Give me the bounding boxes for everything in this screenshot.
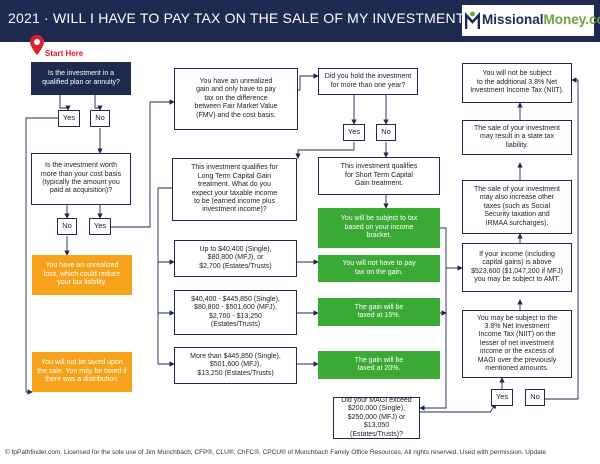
answer-no-3: No [376, 124, 396, 141]
logo-prefix: Missional [482, 12, 544, 27]
bracket-fifteen-percent: $40,400 - $445,850 (Single), $80,800 - $… [174, 290, 297, 335]
answer-yes-2: Yes [89, 218, 111, 235]
arrow-no4-to-niit-not [545, 77, 579, 400]
answer-yes-1: Yes [58, 110, 80, 127]
amt-info: If your income (including capital gains)… [462, 243, 572, 292]
brand-logo: MissionalMoney.com [462, 5, 600, 36]
niit-not-subject-info: You will not be subject to the additiona… [462, 63, 572, 103]
taxed-fifteen-percent-result: The gain will be taxed at 15%. [318, 298, 440, 326]
state-tax-info: The sale of your investment may result i… [462, 120, 572, 155]
answer-yes-4: Yes [491, 389, 513, 406]
niit-subject-info: You may be subject to the 3.8% Net Inves… [462, 310, 572, 378]
question-held-one-year: Did you hold the investment for more tha… [318, 68, 418, 95]
arrow-ltcg-to-bracket0 [157, 187, 175, 265]
arrow-yes2-to-gain [110, 99, 175, 228]
unrealized-gain-info: You have an unrealized gain and only hav… [174, 68, 298, 130]
arrow-q-qualified-to-yes [59, 95, 71, 111]
long-term-capital-gain-info: This investment qualifies for Long Term … [172, 158, 297, 221]
arrow-ltcg-to-bracket15 [157, 262, 175, 316]
no-tax-on-gain-result: You will not have to pay tax on the gain… [318, 255, 440, 282]
arrow-magi-to-yes4 [420, 403, 497, 413]
arrow-q-qualified-to-no [94, 95, 103, 111]
short-term-capital-gain-info: This investment qualifies for Short Term… [318, 157, 440, 195]
start-here-label: Start Here [45, 49, 84, 58]
answer-no-2: No [57, 218, 77, 235]
footer-copyright: © fpPathfinder.com. Licensed for the sol… [5, 449, 547, 456]
answer-yes-3: Yes [343, 124, 365, 141]
bracket-twenty-percent: More than $445,850 (Single), $501,600 (M… [174, 347, 297, 384]
not-taxed-result: You will not be taxed upon the sale. You… [32, 352, 132, 392]
question-worth-more: Is the investment worth more than your c… [31, 153, 131, 205]
logo-mark-icon [465, 11, 480, 29]
other-taxes-info: The sale of your investment may also inc… [462, 180, 572, 234]
header-bar: 2021 · WILL I HAVE TO PAY TAX ON THE SAL… [0, 0, 600, 42]
answer-no-1: No [90, 110, 110, 127]
answer-no-4: No [525, 389, 545, 406]
arrow-ordinary-to-magi [419, 227, 447, 411]
arrow-yes3-to-ltcg [295, 142, 355, 159]
ordinary-income-tax-result: You will be subject to tax based on your… [318, 208, 440, 248]
page-title: 2021 · WILL I HAVE TO PAY TAX ON THE SAL… [8, 10, 473, 26]
arrow-gain-to-q-held [298, 73, 319, 91]
logo-suffix: Money.com [543, 12, 600, 27]
unrealized-loss-result: You have an unrealized loss, which could… [32, 255, 132, 295]
bracket-zero-percent: Up to $40,400 (Single), $80,800 (MFJ), o… [174, 240, 297, 277]
arrow-ltcg-to-bracket20 [157, 313, 175, 367]
question-magi-exceed: Did your MAGI exceed $200,000 (Single), … [333, 397, 420, 439]
location-pin-icon [30, 35, 44, 55]
taxed-twenty-percent-result: The gain will be taxed at 20%. [318, 351, 440, 379]
question-qualified-plan: Is the investment in a qualified plan or… [31, 62, 131, 95]
logo-text: MissionalMoney.com [482, 12, 600, 27]
arrow-yes1-to-not-taxed [25, 117, 58, 395]
